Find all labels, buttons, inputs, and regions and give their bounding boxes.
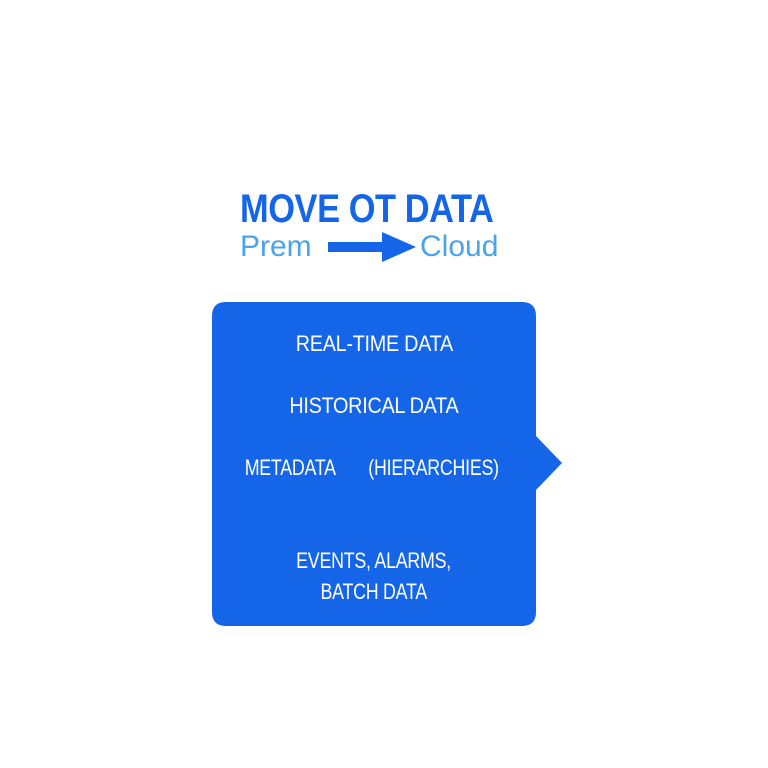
flow-destination-label: Cloud — [420, 230, 499, 263]
item-line: EVENTS, ALARMS, — [288, 545, 460, 576]
list-item: EVENTS, ALARMS, BATCH DATA — [212, 545, 536, 607]
item-line: REAL-TIME DATA — [295, 331, 453, 356]
item-line-text: METADATA — [244, 455, 337, 480]
diagram-title: MOVE OT DATA — [240, 187, 494, 231]
list-item: HISTORICAL DATA — [212, 390, 536, 421]
item-line: BATCH DATA — [315, 576, 433, 607]
item-line: (HIERARCHIES) — [361, 452, 506, 483]
list-item: REAL-TIME DATA — [212, 328, 536, 359]
right-arrow-icon — [328, 232, 416, 262]
flow-source-label: Prem — [240, 230, 312, 263]
list-item: METADATA (HIERARCHIES) — [212, 452, 536, 483]
item-line-text: BATCH DATA — [320, 579, 428, 604]
item-line-text: (HIERARCHIES) — [367, 455, 499, 480]
prem-to-cloud-flow: Prem Cloud — [240, 228, 510, 268]
data-type-list: REAL-TIME DATA HISTORICAL DATA METADATA … — [212, 302, 536, 626]
item-line: HISTORICAL DATA — [289, 393, 459, 418]
item-line-text: EVENTS, ALARMS, — [296, 548, 452, 573]
item-line: METADATA — [240, 452, 341, 483]
